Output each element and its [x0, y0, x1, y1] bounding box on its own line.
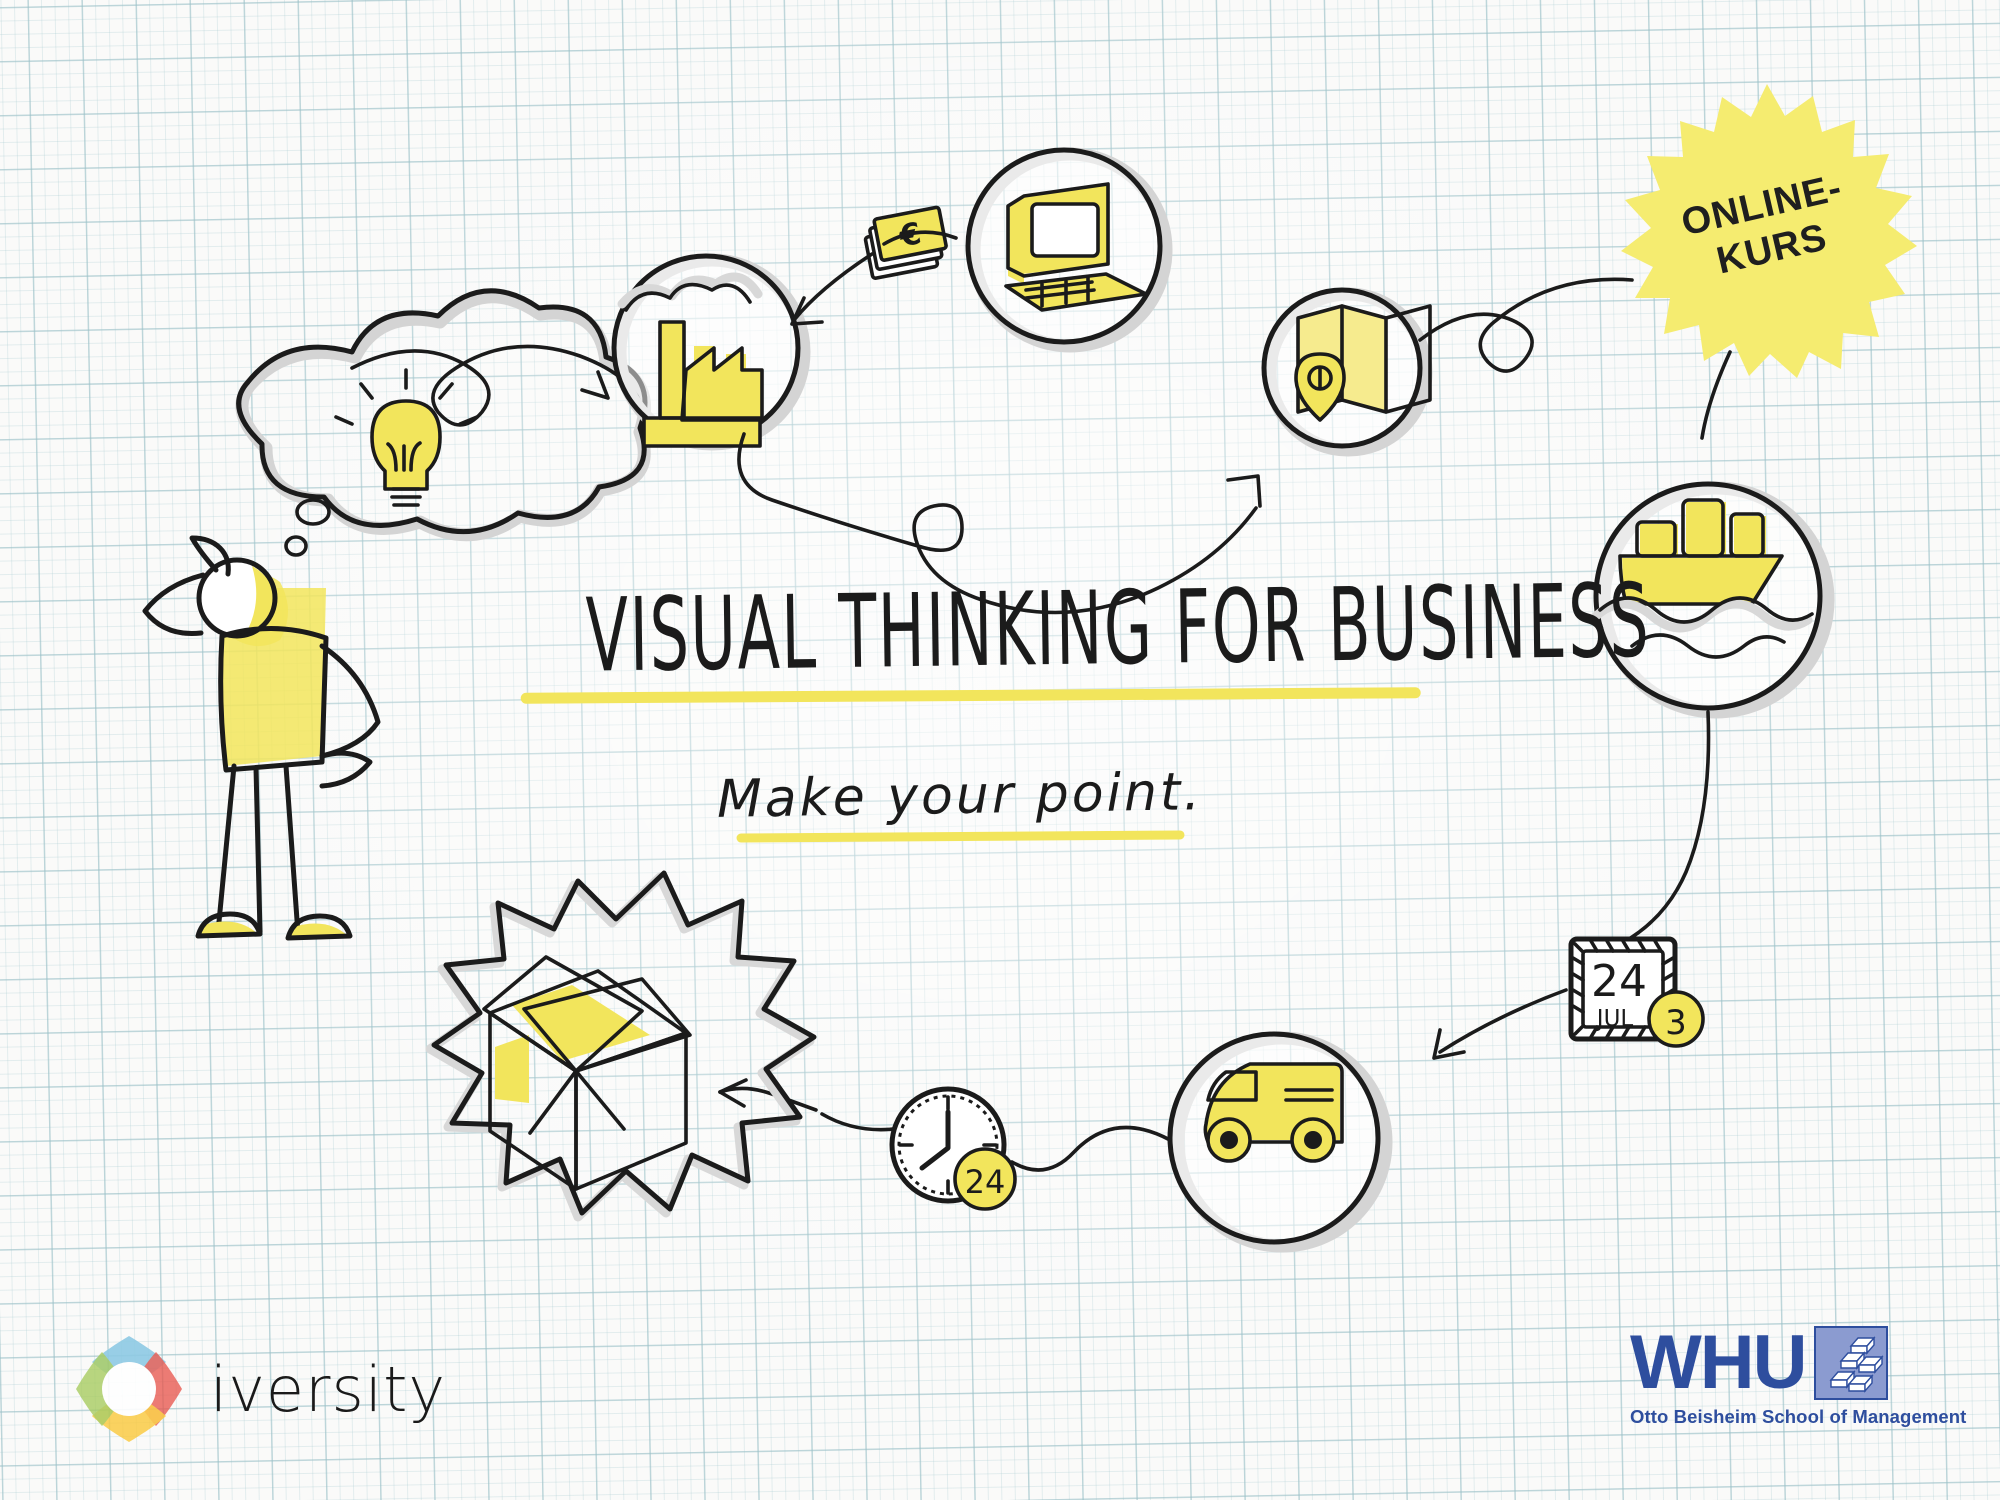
svg-text:24: 24 [965, 1163, 1006, 1201]
svg-text:3: 3 [1665, 1003, 1687, 1043]
whu-blocks-icon [1813, 1326, 1888, 1400]
iversity-logo[interactable]: iversity [70, 1330, 446, 1448]
iversity-wordmark: iversity [210, 1352, 447, 1426]
connector-map-to-badge [1418, 277, 1634, 373]
cargo-ship-icon [1591, 481, 1835, 719]
iversity-mark-icon [76, 1336, 182, 1442]
whu-tagline: Otto Beisheim School of Management [1630, 1406, 1967, 1427]
desktop-computer-icon [965, 147, 1173, 353]
connector-badge-to-ship [1700, 350, 1732, 440]
map-pin-icon [1261, 287, 1433, 457]
connector-calendar-to-truck [1432, 988, 1568, 1060]
euro-banknotes-icon: € [863, 205, 948, 280]
page-subtitle-block: Make your point. [699, 762, 1220, 845]
delivery-van-icon [1167, 1031, 1393, 1253]
svg-text:24: 24 [1591, 956, 1647, 1007]
connector-factory-to-map [737, 432, 1262, 615]
clock-icon: 24 [889, 1086, 1017, 1211]
connector-idea-to-factory [350, 344, 642, 427]
calendar-icon: 24 JUL 3 [1568, 936, 1705, 1048]
connector-computer-to-factory [790, 230, 958, 326]
svg-text:JUL: JUL [1595, 1006, 1634, 1032]
whu-logo-top: WHU [1630, 1320, 1920, 1406]
page-title: VISUAL THINKING FOR BUSINESS [585, 562, 1651, 696]
open-box-icon [425, 870, 817, 1222]
page-subtitle: Make your point. [716, 762, 1204, 830]
factory-icon [611, 253, 811, 451]
page-title-block: VISUAL THINKING FOR BUSINESS [489, 563, 1651, 707]
status-badge: ONLINE- KURS [1617, 78, 1917, 378]
connector-ship-to-calendar [1622, 710, 1711, 944]
stick-figure-thinker [142, 288, 651, 941]
starburst-shape [1621, 84, 1917, 378]
whu-letters: WHU [1630, 1320, 1808, 1406]
whu-logo[interactable]: WHU [1630, 1320, 1967, 1428]
